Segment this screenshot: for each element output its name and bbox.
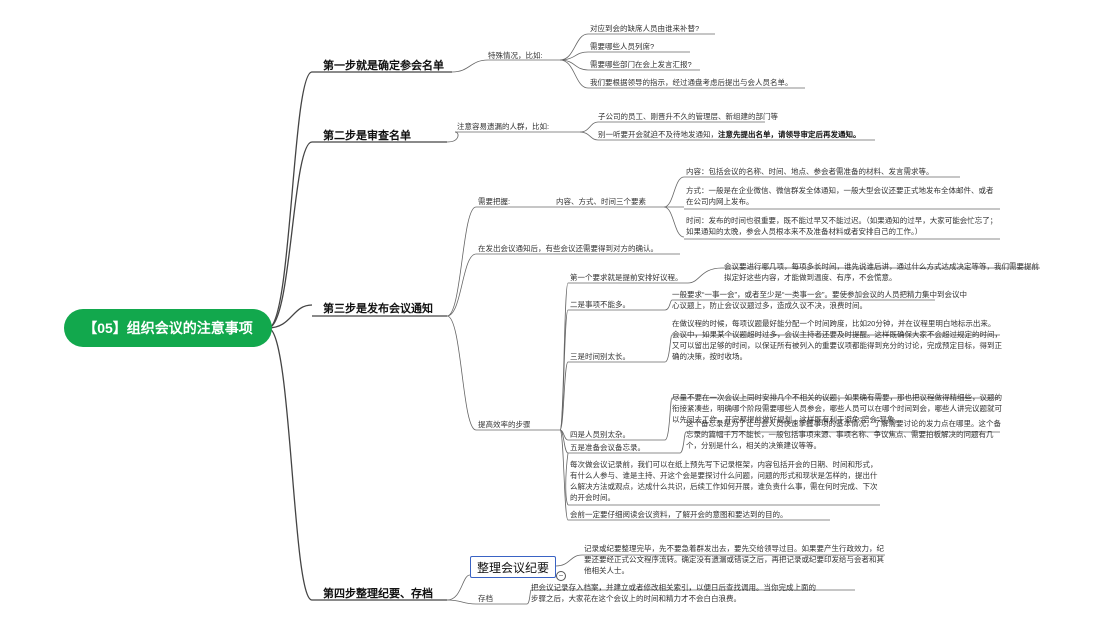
grasp-item-method[interactable]: 方式：一般是在企业微信、微信群发全体通知，一般大型会议还要正式地发布全体邮件、或… xyxy=(686,186,994,206)
step-3-text[interactable]: 在做议程的时候，每项议题最好能分配一个时间跨度，比如20分钟，并在议程里明白地标… xyxy=(672,319,1002,361)
step-3-label[interactable]: 三是时间别太长。 xyxy=(570,352,630,361)
branch-2-item-2-bold: 注意先提出名单，请领导审定后再发通知。 xyxy=(718,130,861,139)
branch-1-item-4[interactable]: 我们要根据领导的指示，经过通盘考虑后提出与会人员名单。 xyxy=(590,78,793,87)
step-1-label[interactable]: 第一个要求就是提前安排好议程。 xyxy=(570,273,683,282)
archive-label[interactable]: 存档 xyxy=(478,594,493,603)
branch-2-item-2[interactable]: 别一听要开会就迫不及待地发通知，注意先提出名单，请领导审定后再发通知。 xyxy=(598,129,861,140)
branch-1-item-1[interactable]: 对应到会的缺席人员由谁来补替? xyxy=(590,24,700,33)
efficiency-label[interactable]: 提高效率的步骤 xyxy=(478,420,531,429)
branch-1-item-3[interactable]: 需要哪些部门在会上发言汇报? xyxy=(590,60,692,69)
branch-2-item-1[interactable]: 子公司的员工、刚晋升不久的管理层、新组建的部门等 xyxy=(598,112,778,121)
step-5-text[interactable]: 这个备忘录是为了让与会人员快速掌握事项的基本情况，了解需要讨论的发力点在哪里。这… xyxy=(686,419,1001,450)
minutes-text[interactable]: 记录或纪要整理完毕，先不要急着群发出去，要先交给领导过目。如果要产生行政效力，纪… xyxy=(584,544,884,575)
connector-root-b1 xyxy=(267,71,313,329)
record-note[interactable]: 每次做会议记录前，我们可以在纸上预先写下记录框架，内容包括开会的日期、时间和形式… xyxy=(570,460,878,502)
step-2-label[interactable]: 二是事项不能多。 xyxy=(570,300,630,309)
grasp-item-time[interactable]: 时间：发布的时间也很重要，既不能过早又不能过迟。（如果通知的过早，大家可能会忙忘… xyxy=(686,216,998,236)
branch-1-sub[interactable]: 特殊情况，比如: xyxy=(488,51,543,60)
archive-text[interactable]: 把会议记录存入档案，并建立或者修改相关索引，以便日后查找调用。当你完成上面的步骤… xyxy=(531,583,816,603)
step-4-label[interactable]: 四是人员别太杂。 xyxy=(570,430,630,439)
step-1-text[interactable]: 会议要进行哪几项，每项多长时间，谁先说谁后讲，通过什么方式达成决定等等，我们需要… xyxy=(724,262,1039,282)
branch-1-item-2[interactable]: 需要哪些人员列席? xyxy=(590,42,655,51)
step-2-text[interactable]: 一般要求“一事一会”，或者至少是“一类事一会”。要使参加会议的人员把精力集中到会… xyxy=(672,290,967,310)
confirm-note[interactable]: 在发出会议通知后，有些会议还需要得到对方的确认。 xyxy=(478,244,658,253)
branch-4-label[interactable]: 第四步整理纪要、存档 xyxy=(323,588,433,600)
grasp-item-content[interactable]: 内容：包括会议的名称、时间、地点、参会者需准备的材料、发言需求等。 xyxy=(686,167,934,176)
connector-root-b2 xyxy=(267,141,313,329)
prepare-note[interactable]: 会前一定要仔细阅读会议资料，了解开会的意图和要达到的目的。 xyxy=(570,510,788,519)
branch-2-sub[interactable]: 注意容易遗漏的人群，比如: xyxy=(457,122,550,131)
grasp-mid[interactable]: 内容、方式、时间三个要素 xyxy=(556,197,646,206)
root-node[interactable]: 【05】组织会议的注意事项 xyxy=(64,309,272,347)
grasp-label[interactable]: 需要把握: xyxy=(478,197,511,206)
connector-root-b3 xyxy=(267,304,313,329)
branch-2-label[interactable]: 第二步是审查名单 xyxy=(323,130,411,142)
step-4-text[interactable]: 尽量不要在一次会议上同时安排几个不相关的议题；如果确有需要，那也把议程做得精细些… xyxy=(672,393,1002,424)
connector-root-b4 xyxy=(267,327,313,601)
branch-1-label[interactable]: 第一步就是确定参会名单 xyxy=(323,60,444,72)
minutes-node-selected[interactable]: 整理会议纪要 xyxy=(470,556,556,578)
branch-2-item-2-text: 别一听要开会就迫不及待地发通知， xyxy=(598,130,718,139)
step-5-label[interactable]: 五是准备会议备忘录。 xyxy=(570,443,645,452)
branch-3-label[interactable]: 第三步是发布会议通知 xyxy=(323,303,433,315)
collapse-toggle-icon[interactable]: − xyxy=(556,571,566,581)
